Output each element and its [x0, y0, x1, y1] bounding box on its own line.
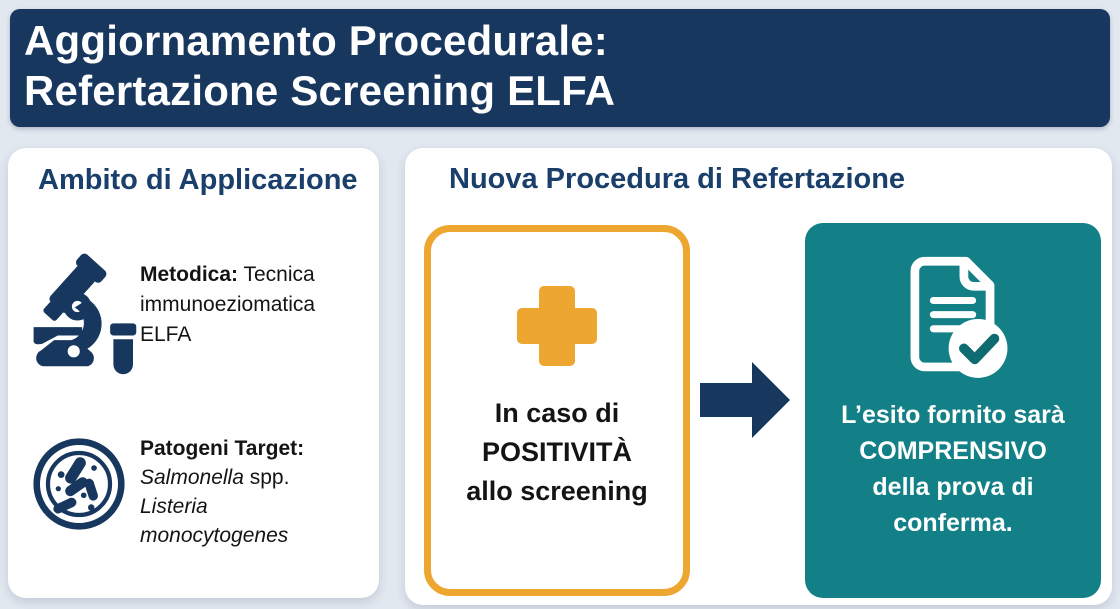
page-title-line1: Aggiornamento Procedurale: — [24, 17, 608, 64]
result-line4: conferma. — [893, 509, 1013, 537]
result-box: L’esito fornito sarà COMPRENSIVO della p… — [805, 223, 1101, 598]
result-text: L’esito fornito sarà COMPRENSIVO della p… — [805, 397, 1101, 541]
result-line2: COMPRENSIVO — [859, 437, 1047, 465]
pathogens-label: Patogeni Target: — [140, 437, 305, 460]
pathogen-genus-line: Salmonella spp. — [140, 466, 289, 489]
procedure-panel-title: Nuova Procedura di Refertazione — [449, 163, 906, 195]
condition-line3: allo screening — [466, 476, 648, 506]
condition-text: In caso di POSITIVITÀ allo screening — [431, 394, 683, 511]
page-title-line2: Refertazione Screening ELFA — [24, 67, 616, 114]
result-line1: L’esito fornito sarà — [841, 401, 1065, 429]
arrow-right-icon — [698, 359, 792, 441]
pathogen-genus: Salmonella — [140, 466, 244, 489]
pathogen-species: Listeria monocytogenes — [140, 495, 289, 547]
method-text: Metodica: Tecnica immunoeziomatica ELFA — [140, 260, 340, 350]
condition-line1: In caso di — [494, 398, 620, 428]
microscope-icon — [28, 250, 140, 378]
method-value: Tecnica immunoeziomatica ELFA — [140, 263, 316, 346]
pathogen-genus-suffix: spp. — [243, 466, 290, 489]
document-check-icon — [892, 251, 1014, 387]
petri-dish-icon — [32, 437, 126, 531]
plus-icon — [511, 280, 603, 372]
procedure-panel: Nuova Procedura di Refertazione In caso … — [405, 148, 1112, 605]
scope-panel: Ambito di Applicazione Metodica: Tec — [8, 148, 379, 598]
header-banner: Aggiornamento Procedurale: Refertazione … — [10, 9, 1110, 127]
result-line3: della prova di — [872, 473, 1034, 501]
pathogens-text: Patogeni Target: Salmonella spp. Listeri… — [140, 434, 342, 550]
scope-panel-title: Ambito di Applicazione — [38, 164, 358, 196]
condition-line2: POSITIVITÀ — [481, 437, 633, 467]
method-label: Metodica: — [140, 263, 239, 286]
screening-condition-box: In caso di POSITIVITÀ allo screening — [424, 225, 690, 596]
